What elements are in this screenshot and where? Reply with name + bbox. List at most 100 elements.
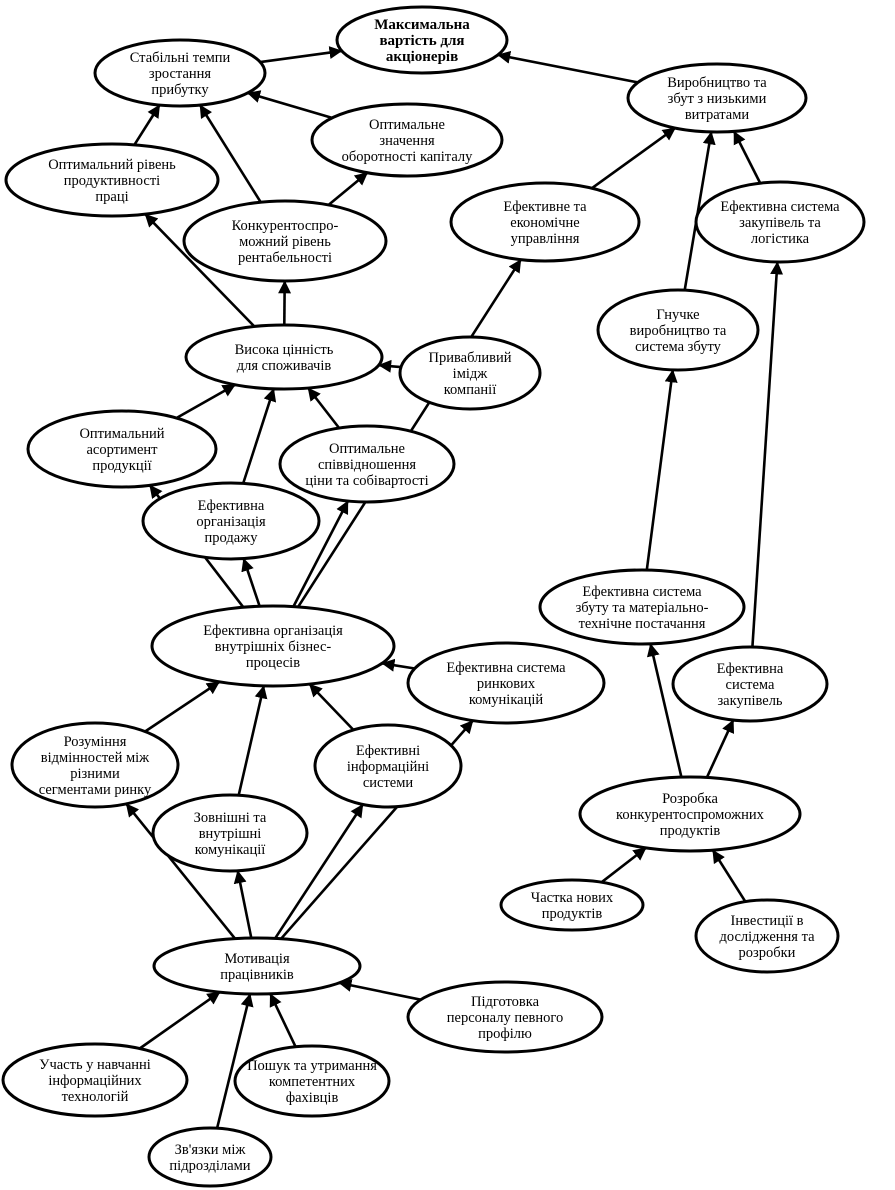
node-ellipse <box>335 5 509 75</box>
edge-stable-profit-to-max-value <box>260 46 343 64</box>
node-label-line: Привабливий <box>429 350 512 366</box>
node-label-line: Оптимальне <box>369 117 445 133</box>
node-label-line: управління <box>511 231 580 247</box>
node-label-line: Розуміння <box>64 734 127 750</box>
node-label-line: імідж <box>453 366 489 382</box>
node-label-line: значення <box>379 133 435 149</box>
edge-staff-motivation-to-information-systems <box>274 803 364 940</box>
node-ellipse <box>4 142 220 218</box>
edge-capital-turnover-to-stable-profit <box>247 90 333 120</box>
node-ellipse <box>93 38 267 108</box>
edge-effective-management-to-low-cost-production <box>591 126 677 190</box>
node-label-line: Підготовка <box>471 994 540 1010</box>
node-label-line: виробництво та <box>630 323 727 339</box>
node-label-line: інформаційні <box>347 759 429 775</box>
node-label-line: працівників <box>220 967 294 983</box>
edge-competitive-profitability-to-stable-profit <box>198 104 262 203</box>
node-ellipse <box>10 721 180 809</box>
node-label-line: логістика <box>751 231 810 247</box>
edge-company-image-to-customer-value <box>378 359 402 373</box>
node-competitive-profitability: Конкурентоспро-можний рівеньрентабельнос… <box>182 199 388 283</box>
node-ellipse <box>538 568 746 646</box>
node-ellipse <box>398 335 542 411</box>
node-label-line: акціонерів <box>386 49 458 65</box>
node-ellipse <box>406 641 606 725</box>
node-label-line: Ефективні <box>356 743 420 759</box>
node-ellipse <box>596 288 760 372</box>
node-ellipse <box>150 604 396 688</box>
edge-market-communications-to-internal-processes <box>381 658 415 672</box>
node-label-line: збут з низькими <box>668 91 767 107</box>
edge-rd-investment-to-competitive-products <box>711 849 747 903</box>
node-ellipse <box>310 102 504 178</box>
node-label-line: Оптимальний <box>79 426 164 442</box>
edge-staff-motivation-to-market-segments <box>125 803 237 940</box>
node-label-line: Зовнішні та <box>194 810 267 826</box>
node-label-line: Розробка <box>662 791 718 807</box>
node-label-line: прибутку <box>151 82 209 98</box>
node-label-line: оборотності капіталу <box>342 149 473 165</box>
node-label-line: різними <box>70 766 120 782</box>
node-label-line: інформаційних <box>48 1073 142 1089</box>
node-ellipse <box>626 62 808 134</box>
node-ellipse <box>671 645 829 723</box>
node-label-line: Оптимальний рівень <box>48 157 176 173</box>
node-label-line: Пошук та утримання <box>247 1058 377 1074</box>
edge-labor-productivity-to-stable-profit <box>133 104 161 146</box>
node-label-line: Конкурентоспро- <box>232 218 339 234</box>
edge-competitive-profitability-to-capital-turnover <box>327 171 369 206</box>
node-ellipse <box>152 936 362 996</box>
edge-competitive-products-to-procurement-system <box>705 719 735 778</box>
node-ellipse <box>449 181 641 263</box>
node-label-line: Ефективна <box>198 498 265 514</box>
node-ellipse <box>499 878 645 932</box>
edge-market-segments-to-internal-processes <box>144 680 221 733</box>
node-label-line: дослідження та <box>719 929 815 945</box>
node-ellipse <box>694 898 840 974</box>
edge-price-cost-ratio-to-customer-value <box>307 387 341 429</box>
node-label-line: Висока цінність <box>235 342 334 358</box>
edge-procurement-logistics-to-low-cost-production <box>732 130 762 184</box>
node-label-line: фахівців <box>286 1090 339 1106</box>
node-ellipse <box>151 793 309 873</box>
node-label-line: Інвестиції в <box>731 913 804 929</box>
edge-internal-processes-to-sales-organization <box>241 557 261 607</box>
node-ellipse <box>147 1126 273 1188</box>
node-label-line: можний рівень <box>239 234 331 250</box>
node-label-line: Гнучке <box>656 307 699 323</box>
node-label-line: Стабільні темпи <box>130 50 231 66</box>
edge-new-products-share-to-competitive-products <box>600 846 647 884</box>
node-label-line: Ефективна організація <box>203 623 343 639</box>
node-label-line: Мотивація <box>224 951 290 967</box>
node-label-line: економічне <box>510 215 579 231</box>
node-label-line: закупівель <box>717 693 782 709</box>
node-label-line: Частка нових <box>531 890 614 906</box>
node-label-line: внутрішні <box>199 826 262 842</box>
edge-internal-processes-to-price-cost-ratio <box>292 500 350 608</box>
edge-staff-motivation-to-communications <box>233 870 253 939</box>
edge-information-systems-to-internal-processes <box>308 683 355 731</box>
node-label-line: витратами <box>685 107 750 123</box>
node-label-line: Участь у навчанні <box>39 1057 151 1073</box>
node-ellipse <box>694 180 866 264</box>
node-ellipse <box>406 980 604 1054</box>
node-label-line: система збуту <box>635 339 721 355</box>
node-label-line: Максимальна <box>374 17 470 33</box>
node-label-line: Ефективна система <box>720 199 840 215</box>
